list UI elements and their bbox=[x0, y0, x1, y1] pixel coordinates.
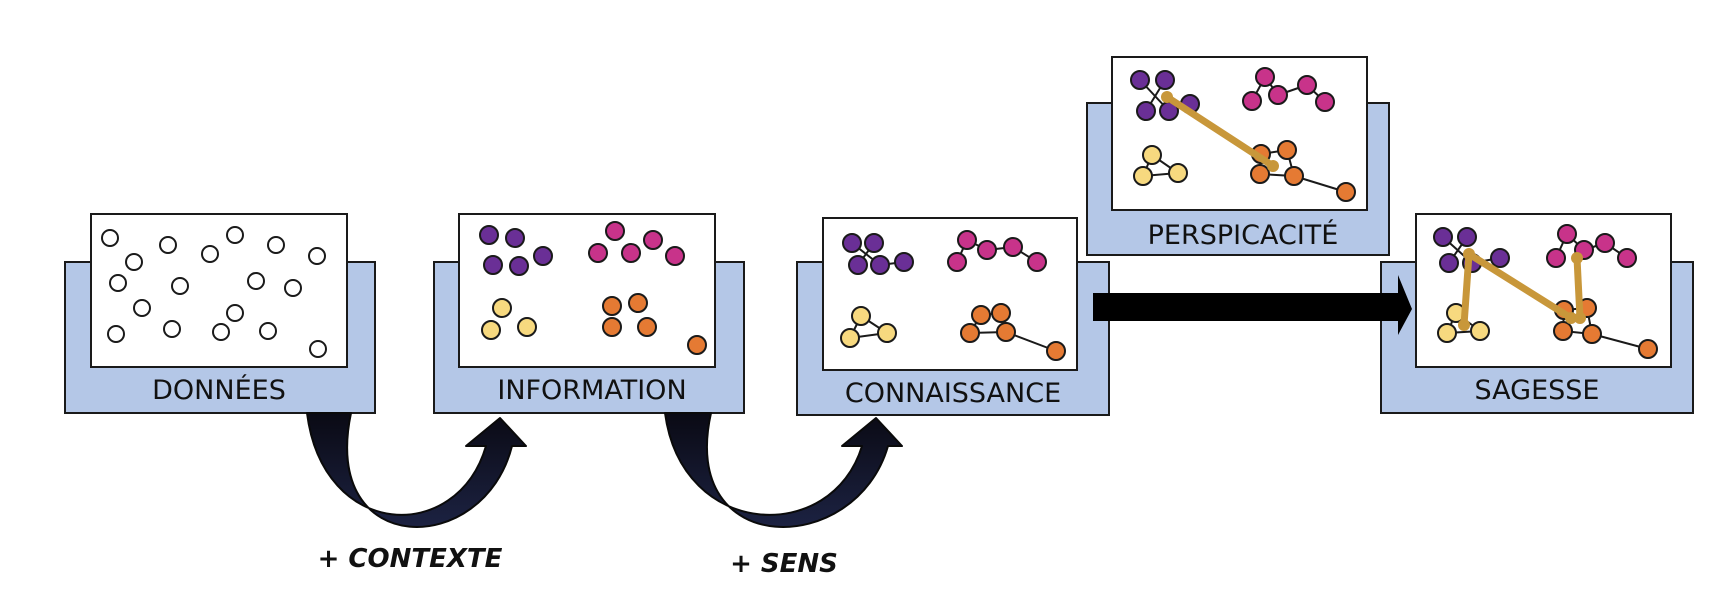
stage-label-donnees: DONNÉES bbox=[152, 374, 286, 406]
stage-perspicacite: PERSPICACITÉ bbox=[1086, 56, 1390, 256]
stage-sagesse: SAGESSE bbox=[1380, 213, 1694, 414]
step-label-contexte: + CONTEXTE bbox=[318, 544, 503, 574]
raw-data-points bbox=[101, 226, 327, 358]
stage-connaissance: CONNAISSANCE bbox=[796, 217, 1110, 416]
right-arrow-icon bbox=[1093, 275, 1412, 335]
stage-label-sagesse: SAGESSE bbox=[1475, 375, 1600, 406]
donnees-frame bbox=[90, 213, 348, 368]
wisdom-links bbox=[1458, 248, 1586, 331]
curved-up-arrow-icon bbox=[306, 412, 527, 528]
insight-link bbox=[1161, 91, 1279, 172]
stage-label-connaissance: CONNAISSANCE bbox=[845, 378, 1061, 409]
stage-donnees: DONNÉES bbox=[64, 213, 376, 414]
information-frame bbox=[458, 213, 716, 368]
grouped-data-points bbox=[479, 221, 707, 355]
connected-networks bbox=[840, 230, 1066, 361]
stage-label-information: INFORMATION bbox=[497, 375, 686, 406]
step-label-sens: + SENS bbox=[730, 549, 838, 579]
curved-up-arrow-icon bbox=[664, 412, 903, 528]
stage-label-perspicacite: PERSPICACITÉ bbox=[1148, 219, 1339, 251]
stage-information: INFORMATION bbox=[433, 213, 745, 414]
